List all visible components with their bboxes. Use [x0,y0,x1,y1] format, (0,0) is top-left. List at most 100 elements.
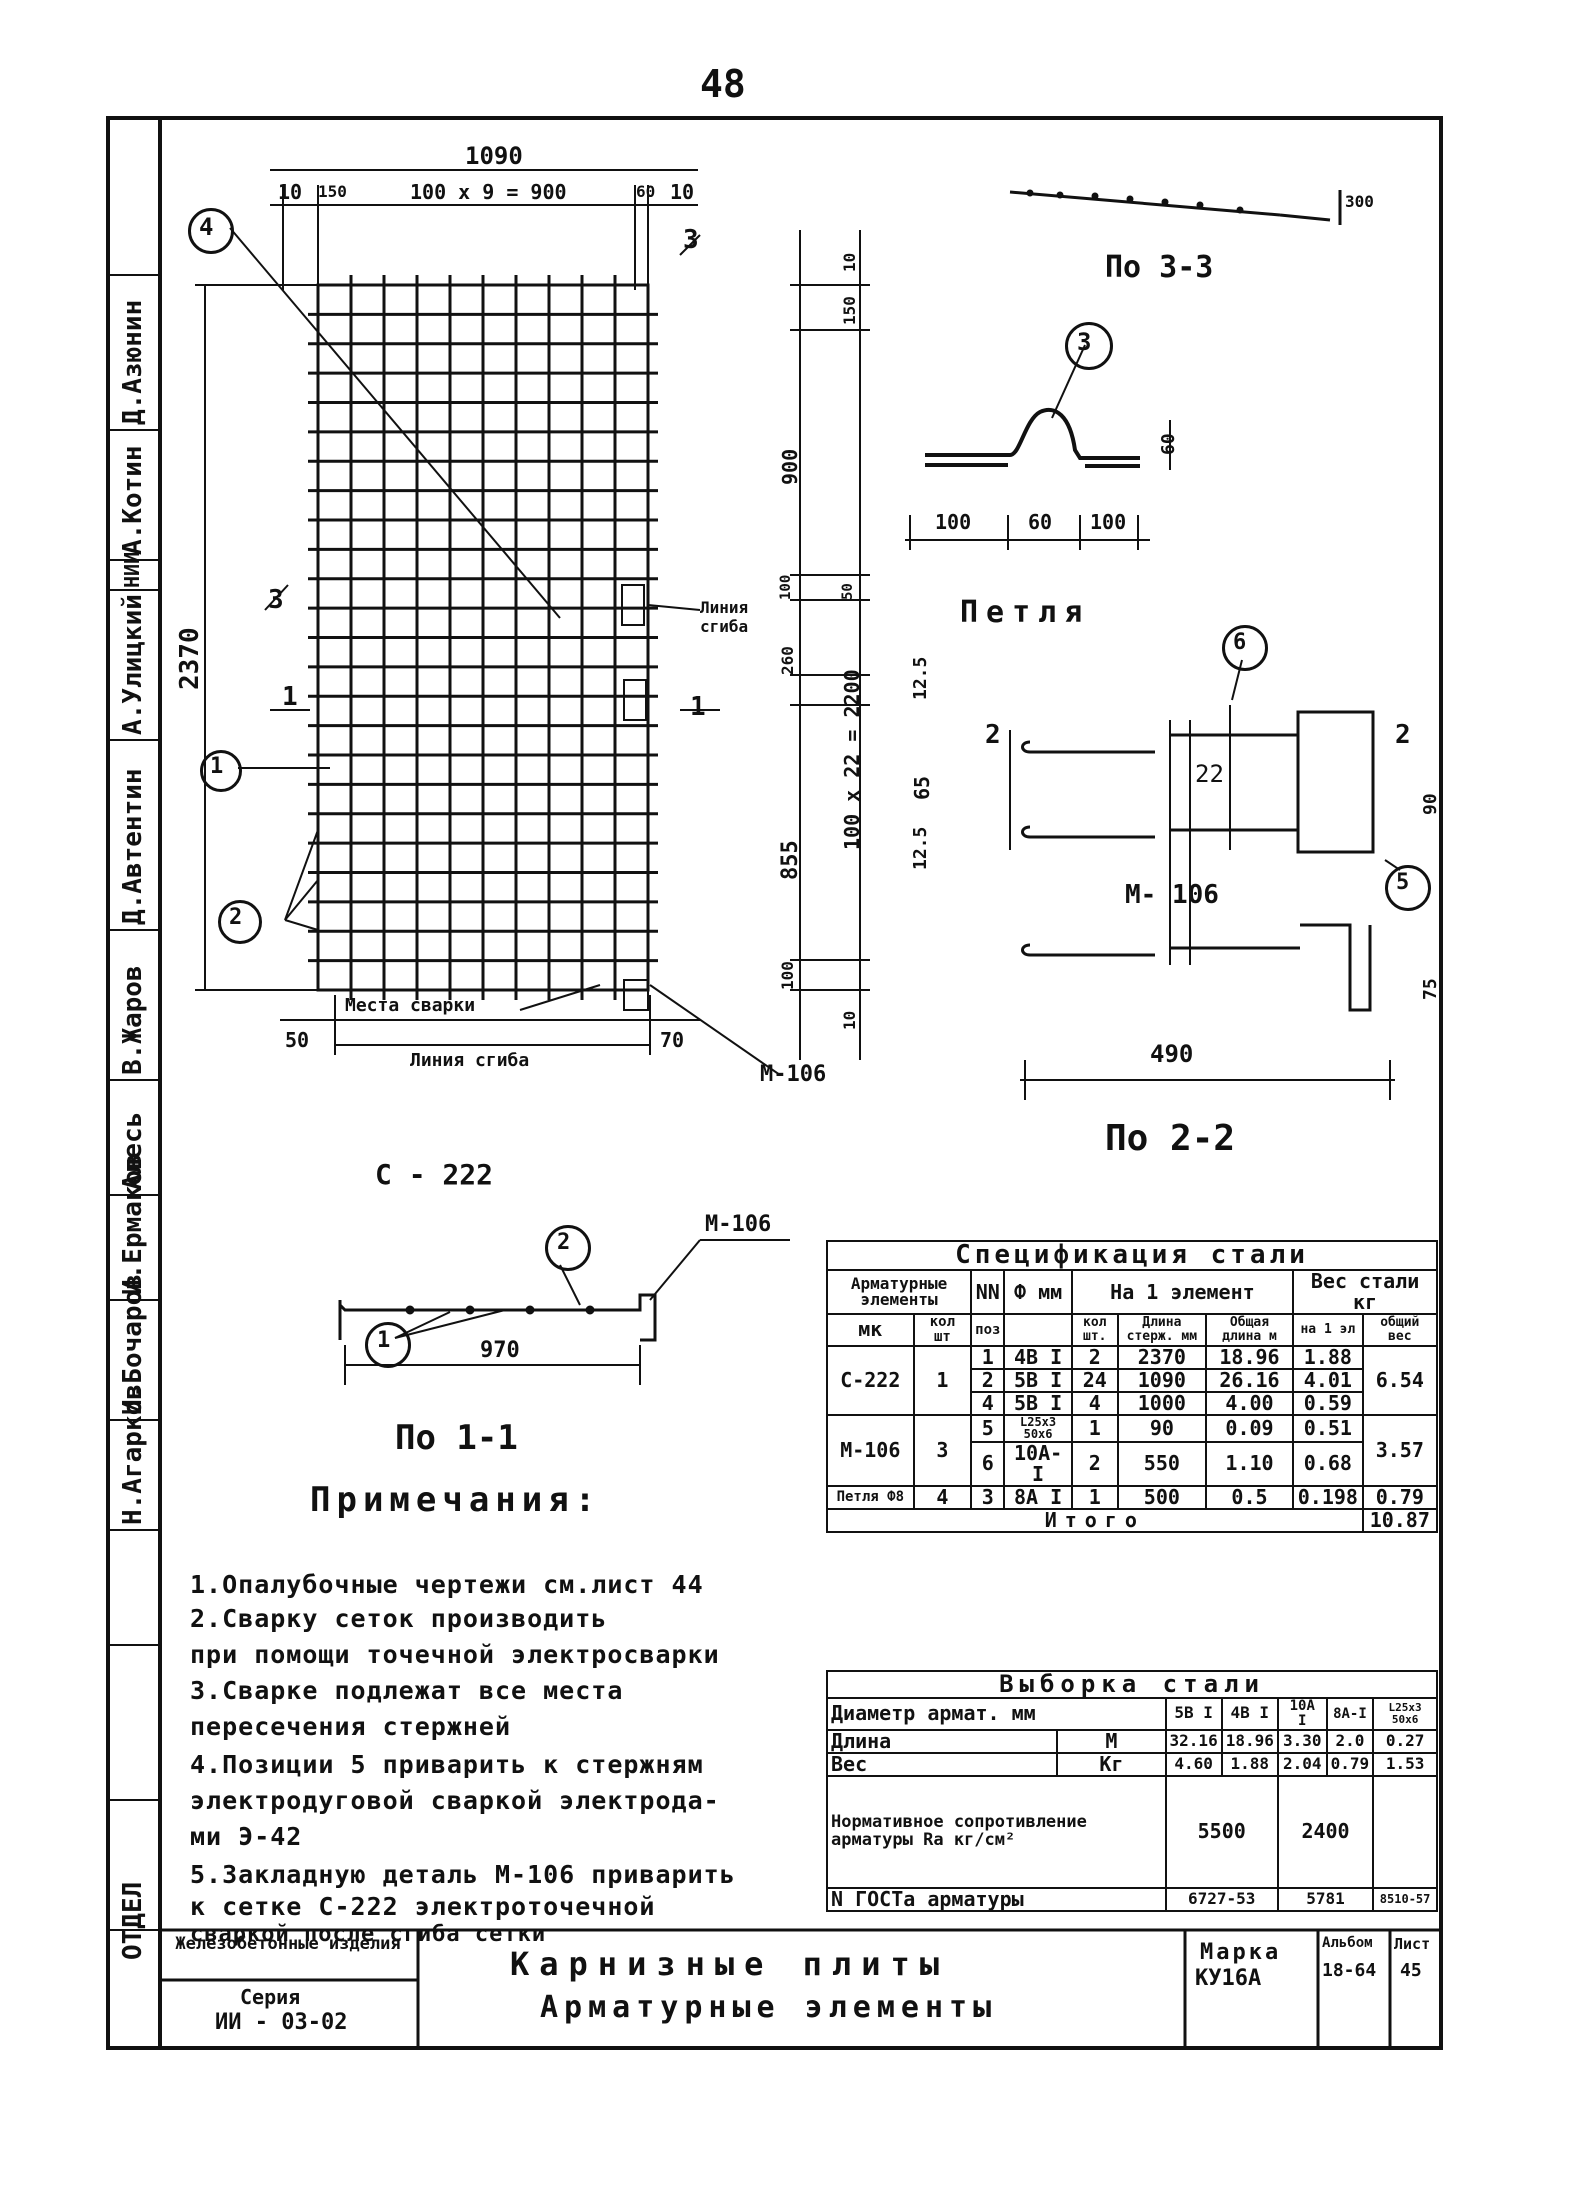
table-row: 6 10А-I 2 550 1.10 0.68 [827,1440,1437,1487]
loop-drawing [925,407,1140,468]
tb-sheet-label: Лист [1394,1935,1431,1953]
sample-dia-2: 4В I [1220,1697,1279,1731]
right-dim-2: 150 [840,296,859,325]
tb-album: 18-64 [1322,1960,1377,1981]
loop-height: 60 [1158,433,1179,455]
spec-w1: 4.01 [1292,1367,1364,1393]
stamp-name-4: А.Улицкий [118,594,148,735]
right-dim-4: 100 [778,574,794,600]
sample-gost-2: 5781 [1276,1886,1375,1912]
sample-length-4: 2.0 [1325,1728,1375,1754]
table-row: С-222 1 1 4В I 2 2370 18.96 1.88 6.54 [826,1344,1439,1416]
loop-dim-2: 60 [1028,510,1053,534]
spec-h-dia: Ф мм [1003,1269,1073,1316]
mesh-caption: С - 222 [375,1158,494,1191]
spec-mark: Петля Ф8 [826,1484,915,1510]
grid-top-part-2: 150 [318,182,347,201]
stamp-name-6: В.Жаров [118,965,148,1075]
callout-circle-5 [1385,865,1431,911]
sample-length-3: 3.30 [1276,1728,1328,1754]
note-line-9: 5.Закладную деталь М-106 приварить [190,1860,736,1889]
table-row: Петля Ф8 4 3 8А I 1 500 0.5 0.198 0.79 [826,1484,1439,1510]
spec-wt: 6.54 [1361,1344,1439,1416]
spec-h-length: Длина стерж. мм [1116,1313,1207,1347]
stamp-name-3: НИИ [120,551,144,588]
tb-title-2: Арматурные элементы [540,1990,998,2025]
spec-total: 0.09 [1204,1413,1295,1443]
sample-title: Выборка стали [826,1669,1438,1700]
table-row: 2 5В I 24 1090 26.16 4.01 [827,1367,1437,1393]
spec-len: 2370 [1116,1344,1207,1370]
stamp-name-10: Н.Агарков [118,1384,148,1525]
note-line-2: 2.Сварку сеток производить [190,1604,608,1633]
sample-weight-2: 1.88 [1220,1751,1279,1777]
grid-top-part-4: 60 [636,182,656,201]
sample-length-unit: М [1056,1728,1167,1754]
sample-dia-label: Диаметр армат. мм [826,1697,1167,1731]
spec-table: Спецификация стали Арматурные элементы N… [825,1239,1439,1533]
section-3-3-title: По 3-3 [1105,250,1214,285]
spec-len: 1090 [1116,1367,1207,1393]
spec-h-w-total: общий вес [1361,1313,1439,1347]
right-dim-8: 855 [778,840,803,880]
bottom-dim-right: 70 [660,1028,685,1052]
s22-dim-490: 490 [1150,1040,1194,1068]
s11-callout-1: 1 [377,1328,391,1353]
notes-title: Примечания: [310,1480,602,1520]
right-dim-6: 260 [778,646,797,675]
spec-count: 1 [1070,1413,1119,1443]
callout-2-label: 2 [229,905,243,930]
welding-places-label: Места сварки [345,995,476,1016]
sample-dia-3: 10А I [1276,1697,1328,1731]
grid-dimension-lines [195,169,870,1076]
spec-qty: 4 [912,1484,973,1510]
callout-circle-4 [188,208,234,254]
right-dim-10: 10 [840,1010,859,1030]
spec-pos: 5 [970,1413,1006,1443]
callout-4-label: 4 [199,213,214,241]
loop-dim-3: 100 [1090,510,1127,534]
note-line-1: 1.Опалубочные чертежи см.лист 44 [190,1570,704,1599]
title-block-frame [160,1928,1441,2048]
note-line-8: ми Э-42 [190,1822,303,1851]
section-mark-3-top: 3 [683,225,699,255]
spec-wt: 3.57 [1361,1413,1439,1487]
stamp-cells [108,274,160,1931]
spec-wt: 0.79 [1361,1484,1439,1510]
sample-weight-1: 4.60 [1164,1751,1223,1777]
grid-top-part-1: 10 [278,180,303,204]
spec-qty: 3 [912,1413,973,1487]
spec-title: Спецификация стали [826,1239,1438,1272]
sample-gost-1: 6727-53 [1164,1886,1279,1912]
table-row: М-106 3 5 L25x3 50x6 1 90 0.09 0.51 3.57 [826,1413,1439,1487]
spec-pos: 4 [970,1390,1006,1416]
s22-dim-1: 12.5 [910,656,931,700]
grid-top-total: 1090 [465,142,523,170]
spec-len: 1000 [1116,1390,1207,1416]
stamp-name-1: Д.Азюнин [118,299,148,425]
spec-w1: 0.68 [1292,1440,1364,1487]
spec-len: 500 [1116,1484,1207,1510]
section-1-1-drawing [338,1293,657,1342]
tb-series: ИИ - 03-02 [215,2010,348,2035]
spec-h-w-one: на 1 эл [1292,1313,1364,1347]
sample-length-5: 0.27 [1372,1728,1438,1754]
sample-dia-4: 8А-I [1325,1697,1375,1731]
sample-length-label: Длина [825,1728,1059,1754]
spec-count: 4 [1070,1390,1119,1416]
spec-w1: 0.198 [1292,1484,1364,1510]
note-line-3: при помощи точечной электросварки [190,1640,720,1669]
sample-weight-3: 2.04 [1276,1751,1328,1777]
s11-callout-2: 2 [557,1230,571,1255]
note-line-10: к сетке С-222 электроточечной [190,1892,656,1921]
spec-h-pos: поз [970,1313,1006,1347]
table-row: 4 5В I 4 1000 4.00 0.59 [827,1390,1437,1416]
s22-dim-75: 75 [1420,978,1441,1000]
loop-callout: 3 [1077,328,1092,356]
grid-height-total: 2370 [175,627,205,690]
callout-circle-loop-3 [1065,322,1113,370]
right-dim-1: 10 [840,252,859,272]
sample-gost-label: N ГОСТа арматуры [826,1886,1167,1912]
spec-pos: 2 [970,1367,1006,1393]
spec-dia: 5В I [1003,1390,1073,1416]
